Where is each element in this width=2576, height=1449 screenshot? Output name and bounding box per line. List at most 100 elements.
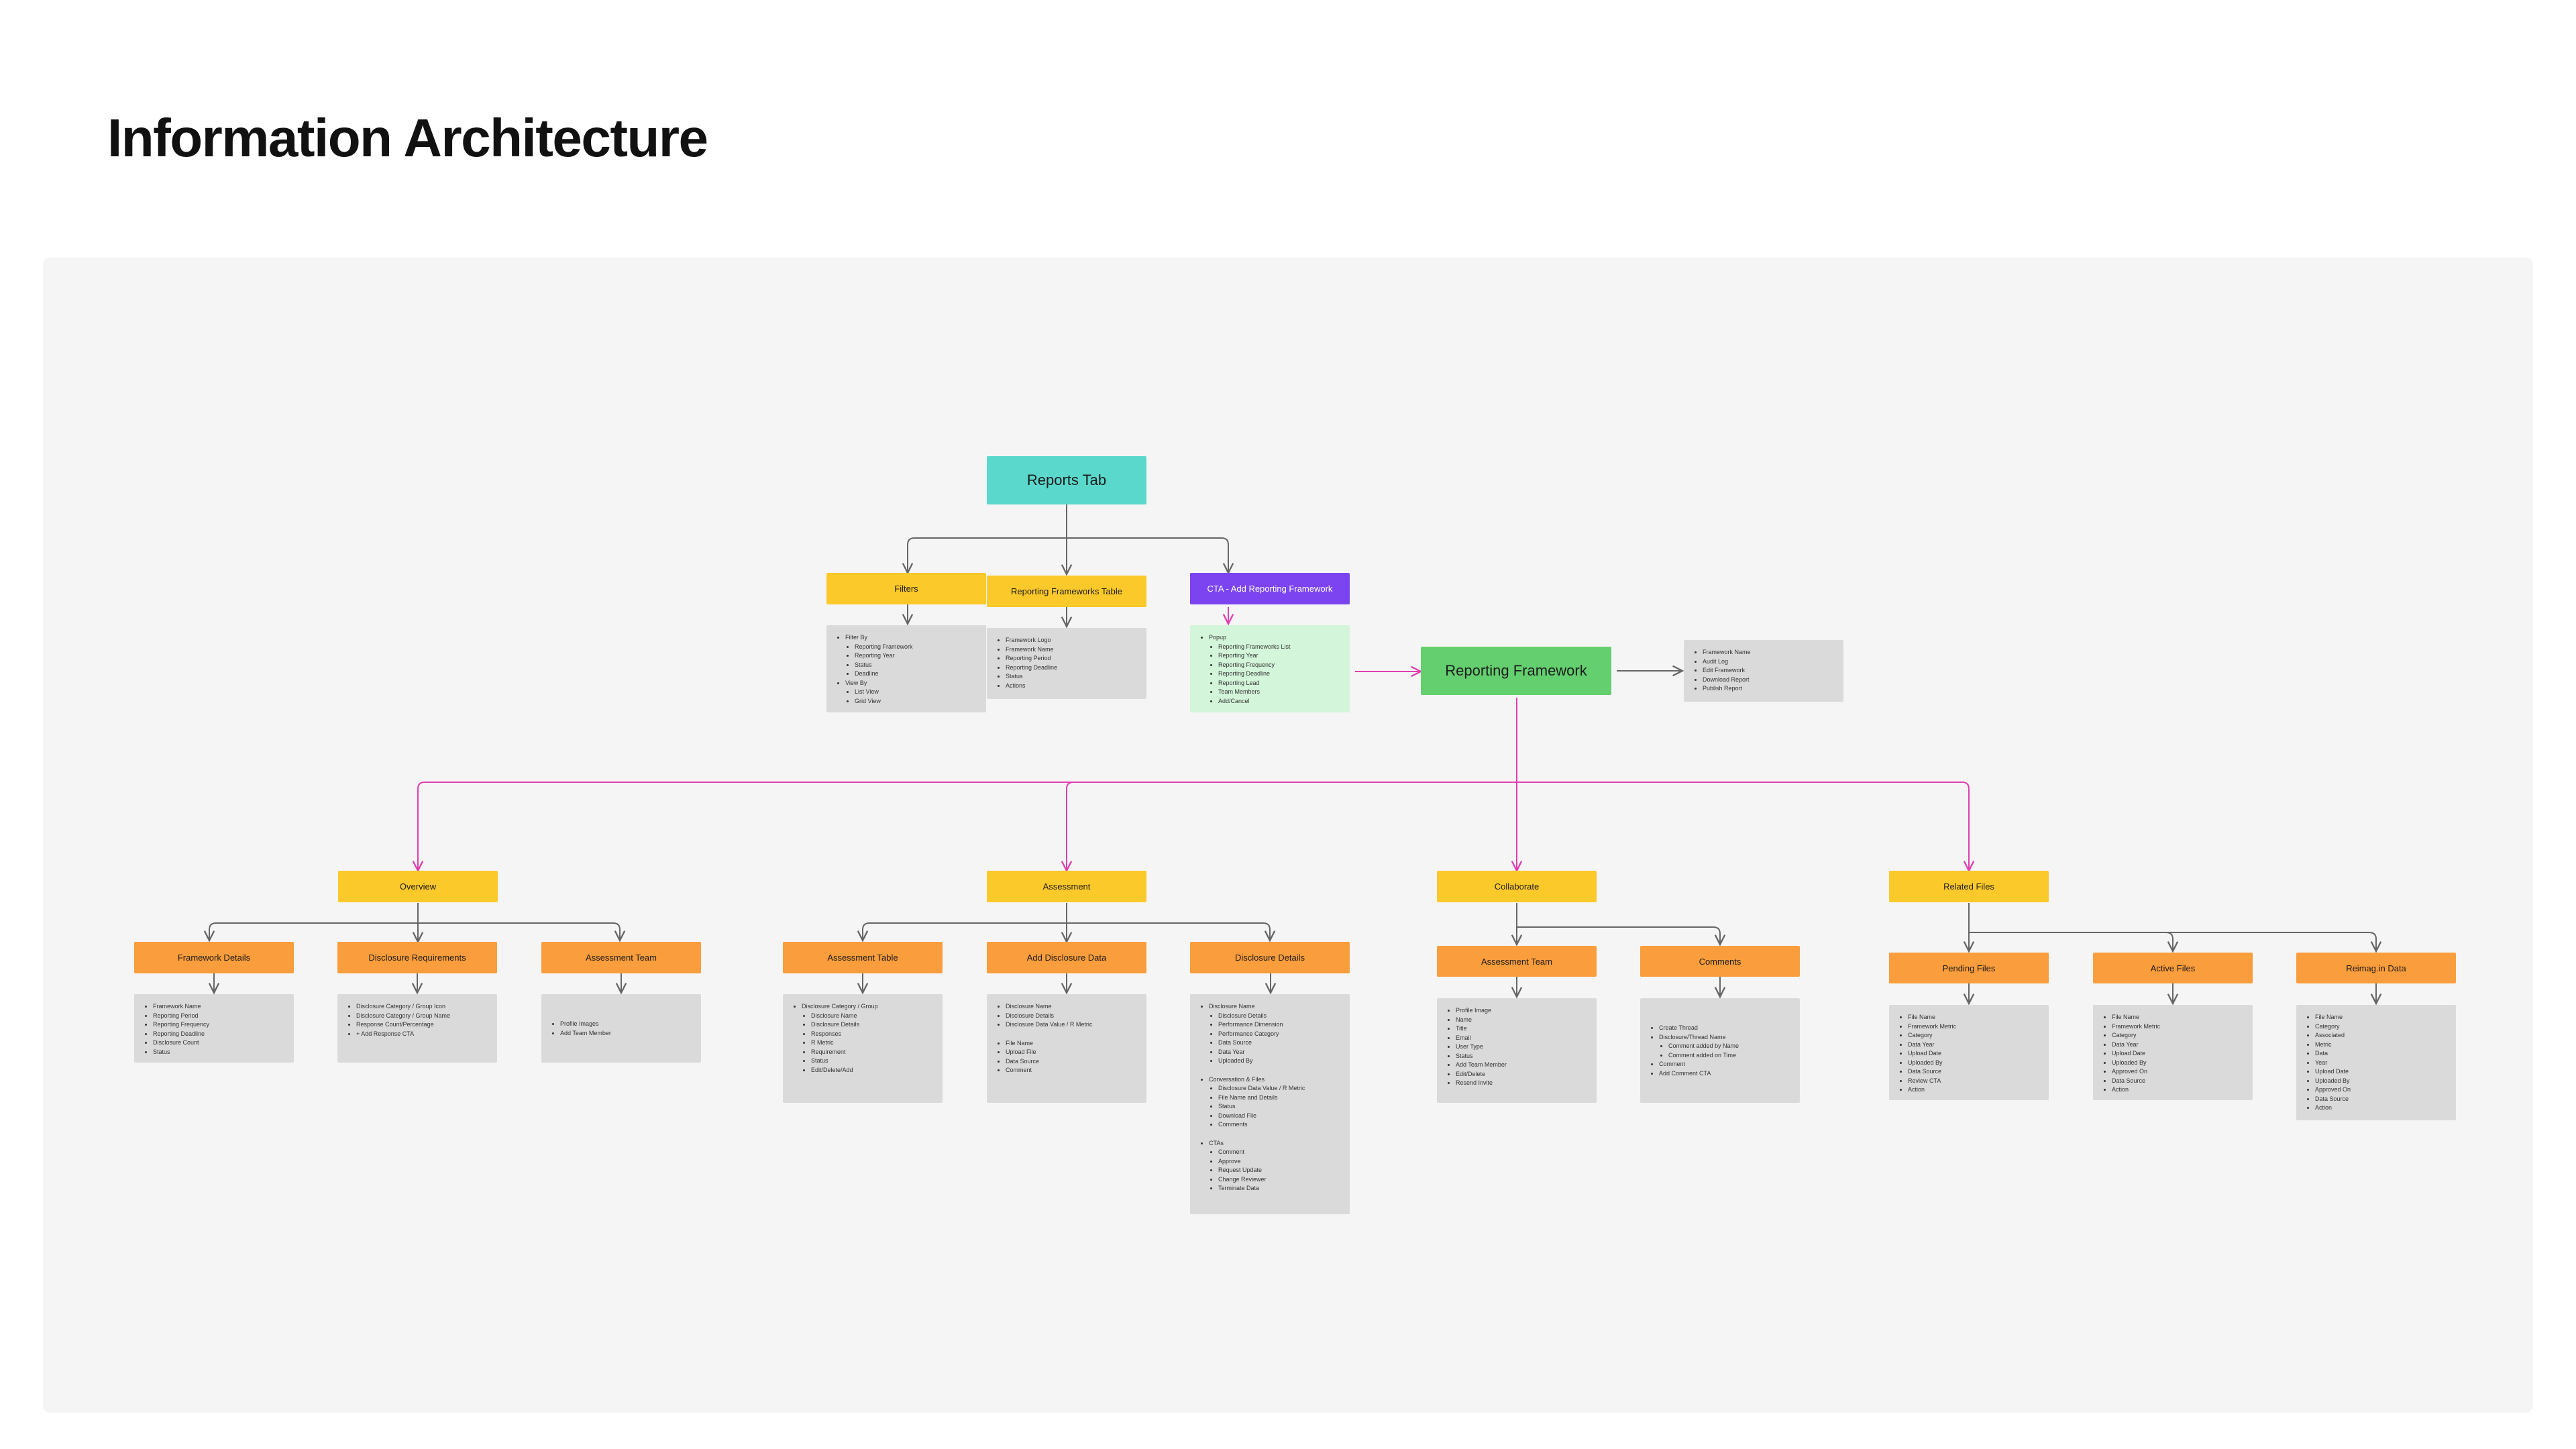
card-item-label: Framework Name [1006, 645, 1054, 653]
card-item-label: Title [1456, 1025, 1467, 1032]
node-filters: Filters [826, 573, 986, 604]
card-item: Actions [1006, 682, 1140, 691]
card-reimagin-data: File NameCategoryAssociatedMetricDataYea… [2296, 1005, 2456, 1120]
card-item: Data Year [1908, 1040, 2042, 1050]
link-to-active-files [1969, 932, 2173, 951]
card-item-label: + Add Response CTA [356, 1030, 415, 1037]
card-item: + Add Response CTA [356, 1030, 490, 1039]
node-active-files: Active Files [2093, 953, 2253, 983]
card-item: CTAsCommentApproveRequest UpdateChange R… [1209, 1139, 1343, 1193]
card-item-label: Framework Metric [1908, 1022, 1957, 1030]
card-item-label: Framework Logo [1006, 637, 1051, 643]
card-item-label: Reporting Deadline [153, 1030, 205, 1037]
card-item: Create Thread [1659, 1024, 1793, 1033]
node-reporting-frameworks-table: Reporting Frameworks Table [987, 576, 1146, 607]
card-pending-files: File NameFramework MetricCategoryData Ye… [1889, 1005, 2049, 1100]
card-item: Metric [2315, 1040, 2449, 1050]
card-subitem: Comment added by Name [1668, 1042, 1793, 1051]
card-disclosure-details-list: Disclosure NameDisclosure DetailsPerform… [1199, 1002, 1343, 1193]
card-item-label: File Name [2315, 1014, 2343, 1020]
card-subitem: Terminate Data [1218, 1184, 1343, 1193]
card-item: Comment [1659, 1060, 1793, 1069]
card-subitem: Status [1218, 1102, 1343, 1112]
card-item: Reporting Period [1006, 654, 1140, 663]
card-item: Disclosure Count [153, 1038, 287, 1048]
card-item-label: Data Source [1006, 1057, 1040, 1065]
card-item-label: Add Comment CTA [1659, 1069, 1711, 1077]
card-sublist: List ViewGrid View [845, 688, 979, 706]
card-item-label: Disclosure Category / Group Icon [356, 1003, 446, 1010]
node-cta-add-reporting-framework: CTA - Add Reporting Framework [1190, 573, 1350, 604]
card-item: Action [2112, 1085, 2246, 1095]
card-item-label: Status [153, 1048, 170, 1055]
card-subitem: Disclosure Details [1218, 1012, 1343, 1021]
card-framework-details-list: Framework NameReporting PeriodReporting … [144, 1002, 287, 1057]
card-item-label: Data Year [1908, 1040, 1935, 1048]
card-sublist: Disclosure NameDisclosure DetailsRespons… [802, 1012, 936, 1075]
card-item: Status [1456, 1052, 1590, 1061]
link-to-framework-details [209, 922, 418, 941]
node-assessment-table: Assessment Table [783, 942, 943, 973]
card-active-files: File NameFramework MetricCategoryData Ye… [2093, 1005, 2253, 1100]
card-sublist: CommentApproveRequest UpdateChange Revie… [1209, 1148, 1343, 1193]
card-subitem: File Name and Details [1218, 1093, 1343, 1103]
card-reimagin-data-list: File NameCategoryAssociatedMetricDataYea… [2306, 1013, 2449, 1113]
card-item: Disclosure NameDisclosure DetailsPerform… [1209, 1002, 1343, 1066]
card-item: File Name [1006, 1039, 1140, 1049]
card-item-label: Data [2315, 1050, 2328, 1057]
link-to-related-files [1517, 782, 1969, 871]
card-item-label: Action [1908, 1086, 1925, 1093]
card-add-disclosure-data-list: Disclosure NameDisclosure DetailsDisclos… [996, 1002, 1140, 1075]
card-item-label: CTAs [1209, 1139, 1224, 1146]
card-item: Disclosure Name [1006, 1002, 1140, 1012]
node-related-files: Related Files [1889, 871, 2049, 902]
card-item: Upload File [1006, 1048, 1140, 1057]
card-item: Data Source [1006, 1057, 1140, 1067]
card-item-label: Reporting Period [153, 1012, 199, 1019]
card-item: Name [1456, 1016, 1590, 1025]
card-item: Disclosure Category / Group Icon [356, 1002, 490, 1012]
card-subitem: Performance Category [1218, 1030, 1343, 1039]
card-item: Title [1456, 1024, 1590, 1034]
card-item: Framework Name [1006, 645, 1140, 655]
card-item: Framework Name [153, 1002, 287, 1012]
link-to-assessment-team [418, 922, 620, 941]
card-item: Data Source [2112, 1077, 2246, 1086]
card-item-label: Comment [1006, 1067, 1032, 1073]
card-sublist: Disclosure DetailsPerformance DimensionP… [1209, 1012, 1343, 1066]
link-to-overview [418, 782, 1517, 871]
node-disclosure-requirements: Disclosure Requirements [337, 942, 497, 973]
card-item: Year [2315, 1059, 2449, 1068]
card-item-label: Publish Report [1703, 685, 1743, 692]
card-item: Audit Log [1703, 657, 1837, 667]
card-item: Response Count/Percentage [356, 1020, 490, 1030]
card-item: Edit Framework [1703, 666, 1837, 676]
card-item: Approved On [2112, 1067, 2246, 1077]
card-item-label: Actions [1006, 682, 1026, 689]
card-item-label: File Name [1908, 1014, 1936, 1020]
card-item-label: Disclosure Category / Group Name [356, 1012, 451, 1019]
card-subitem: List View [855, 688, 979, 697]
card-item: PopupReporting Frameworks ListReporting … [1209, 633, 1343, 706]
card-item-label: Framework Name [1703, 649, 1751, 655]
card-subitem: Reporting Deadline [1218, 669, 1343, 679]
card-item-label: Action [2112, 1086, 2129, 1093]
card-item-label: Add Team Member [1456, 1061, 1507, 1068]
card-item: Download Report [1703, 676, 1837, 685]
node-reimagin-data: Reimag.in Data [2296, 953, 2456, 983]
card-item: Reporting Frequency [153, 1020, 287, 1030]
card-disclosure-requirements-list: Disclosure Category / Group IconDisclosu… [347, 1002, 490, 1038]
card-subitem: Reporting Frameworks List [1218, 643, 1343, 652]
card-item: Framework Name [1703, 648, 1837, 657]
link-to-cta [1067, 537, 1228, 573]
card-subitem: Reporting Framework [855, 643, 979, 652]
card-cta-popup: PopupReporting Frameworks ListReporting … [1190, 625, 1350, 712]
card-item-label: Upload File [1006, 1049, 1036, 1055]
card-assessment-table: Disclosure Category / GroupDisclosure Na… [783, 994, 943, 1103]
card-active-files-list: File NameFramework MetricCategoryData Ye… [2102, 1013, 2246, 1095]
card-item: Upload Date [1908, 1049, 2042, 1059]
card-subitem: Change Reviewer [1218, 1175, 1343, 1185]
card-item: Comment [1006, 1066, 1140, 1075]
card-subitem: Reporting Frequency [1218, 661, 1343, 670]
card-subitem: Data Year [1218, 1048, 1343, 1057]
